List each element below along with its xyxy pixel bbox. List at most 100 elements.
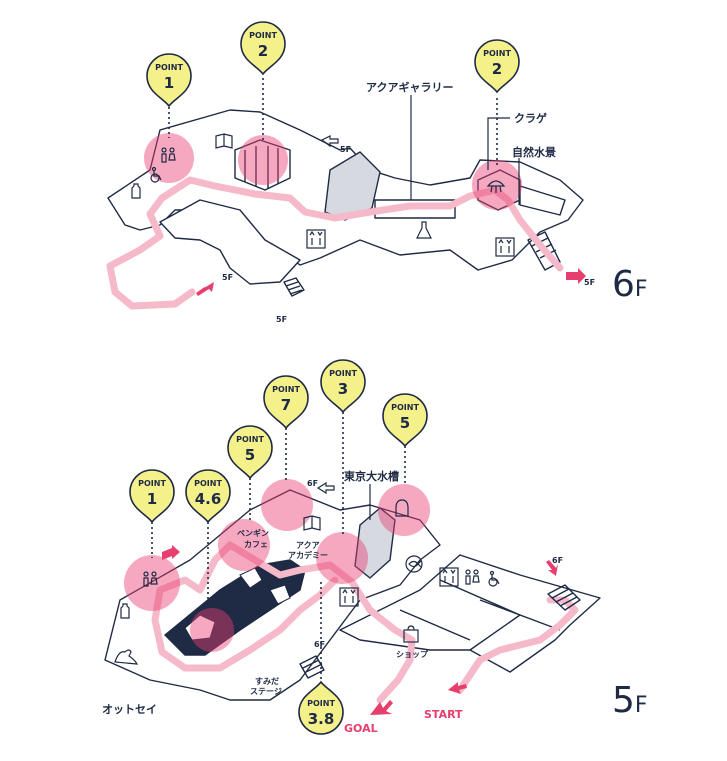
pin-word: POINT	[307, 699, 335, 708]
baby-bottle-icon	[131, 183, 141, 199]
elevator-icon	[495, 237, 515, 257]
pin-number: 5	[400, 414, 410, 432]
highlight-5f-point-3	[316, 532, 368, 584]
route-arrow-6f-left	[196, 282, 214, 296]
stairs-5f-center	[299, 655, 325, 679]
label-sumida-stage-line2: ステージ	[250, 687, 282, 696]
point-pin-5f-7[interactable]: POINT 7	[263, 375, 309, 430]
pin-word: POINT	[236, 435, 264, 444]
jellyfish-icon	[486, 180, 506, 193]
point-pin-5f-4.6[interactable]: POINT 4.6	[185, 469, 231, 524]
elevator-icon	[339, 587, 359, 607]
nature-scene-tank	[519, 185, 566, 216]
point-pin-5f-5b[interactable]: POINT 5	[382, 393, 428, 448]
highlight-5f-point-7	[261, 479, 313, 531]
penguin-icon	[395, 499, 409, 517]
label-fur-seal: オットセイ	[102, 703, 157, 716]
wheelchair-icon	[488, 570, 500, 587]
book-icon	[215, 133, 233, 149]
label-sumida-stage-line1: すみだ	[255, 677, 279, 686]
highlight-5f-point-5b	[378, 484, 430, 536]
baby-bottle-icon	[120, 603, 130, 619]
label-stairs-5f-bottom: 5F	[276, 315, 287, 324]
label-stairs-5f-right: 5F	[584, 278, 595, 287]
pin-number: 2	[258, 42, 268, 60]
pin-word: POINT	[329, 369, 357, 378]
pin-number: 5	[245, 446, 255, 464]
floor-label-6f: 6F	[612, 264, 648, 305]
route-5f	[151, 541, 579, 704]
exit-arrow-5f-to-6f	[316, 481, 335, 495]
route-arrow-to-6f	[546, 560, 558, 576]
leader-jellyfish	[487, 117, 510, 170]
point-pin-6f-2a[interactable]: POINT 2	[240, 21, 286, 76]
aqua-gallery-tank	[324, 151, 381, 221]
point-pin-6f-1[interactable]: POINT 1	[146, 53, 192, 108]
pin-word: POINT	[249, 31, 277, 40]
highlight-6f-point-2a	[238, 135, 288, 185]
point-pin-6f-2b[interactable]: POINT 2	[474, 39, 520, 94]
stairs-5f-up-6f	[547, 584, 581, 611]
label-aqua-gallery: アクアギャラリー	[366, 80, 453, 94]
label-stairs-5f-top: 5F	[340, 145, 351, 154]
exit-arrow-6f-top	[320, 135, 339, 148]
label-to-6f-c: 6F	[552, 556, 563, 565]
label-aqua-academy-line1: アクア	[296, 540, 320, 550]
pin-number: 1	[147, 490, 157, 508]
tokyo-big-tank	[354, 507, 396, 579]
floor-unit: F	[635, 693, 648, 718]
floor-number: 6	[612, 264, 635, 305]
book-icon	[303, 515, 321, 531]
elevator-icon	[439, 567, 459, 587]
fur-seal-icon	[114, 649, 139, 665]
floor-6f-map: POINT 1 POINT 2 POINT 2 アクアギャラリー クラゲ 自然水…	[106, 21, 648, 324]
pin-number: 7	[281, 396, 291, 414]
highlight-5f-point-4.6	[190, 608, 234, 652]
route-arrow-start	[448, 682, 467, 694]
label-to-6f-a: 6F	[307, 479, 318, 488]
floor-6f-atrium	[159, 199, 301, 285]
label-goal: GOAL	[344, 722, 378, 735]
pin-number: 4.6	[195, 490, 222, 508]
pin-number: 3	[338, 380, 348, 398]
pin-number: 1	[164, 74, 174, 92]
elevator-icon	[306, 229, 326, 249]
floor-label-5f: 5F	[612, 680, 648, 721]
pin-word: POINT	[194, 479, 222, 488]
label-start: START	[424, 708, 463, 721]
highlight-5f-point-5a	[218, 519, 270, 571]
point-pin-5f-1[interactable]: POINT 1	[129, 469, 175, 524]
point-pin-5f-3[interactable]: POINT 3	[320, 359, 366, 414]
point-pin-5f-5a[interactable]: POINT 5	[227, 425, 273, 480]
pin-number: 2	[492, 60, 502, 78]
restroom-icon	[465, 569, 480, 585]
pin-word: POINT	[138, 479, 166, 488]
label-tokyo-big-tank: 東京大水槽	[344, 469, 399, 483]
route-arrow-5f-upper-left	[162, 545, 180, 560]
pin-word: POINT	[272, 385, 300, 394]
flask-icon	[416, 221, 432, 239]
label-shop: ショップ	[396, 649, 429, 659]
shopping-bag-icon	[403, 625, 419, 643]
stairs-6f-bottom	[283, 277, 305, 297]
pin-word: POINT	[391, 403, 419, 412]
restroom-icon	[161, 147, 176, 163]
floor-unit: F	[635, 277, 648, 302]
restroom-icon	[143, 571, 158, 587]
label-nature-scene: 自然水景	[512, 145, 556, 159]
floor-number: 5	[612, 680, 635, 721]
label-jellyfish: クラゲ	[514, 111, 547, 125]
pin-word: POINT	[483, 49, 511, 58]
point-pin-5f-3.8[interactable]: POINT 3.8	[298, 680, 344, 735]
floor-5f-map: POINT 1 POINT 4.6 POINT 5 POINT 7 POINT …	[102, 359, 648, 735]
pin-word: POINT	[155, 63, 183, 72]
route-arrow-6f-right	[566, 268, 586, 284]
highlight-5f-point-1	[124, 555, 180, 611]
exhibit-cases-6f	[234, 139, 291, 191]
label-to-6f-b: 6F	[314, 640, 325, 649]
highlight-6f-point-2b	[472, 160, 522, 210]
label-aqua-academy-line2: アカデミー	[288, 550, 328, 560]
fish-icon	[405, 555, 423, 573]
label-penguin-cafe-line1: ペンギン	[237, 528, 269, 538]
